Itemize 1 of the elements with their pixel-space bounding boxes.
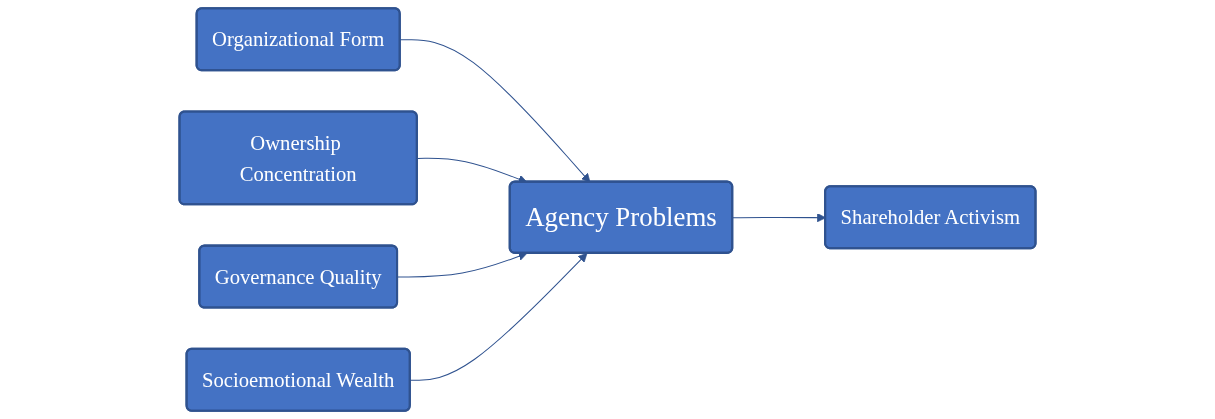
arrow — [409, 252, 588, 381]
